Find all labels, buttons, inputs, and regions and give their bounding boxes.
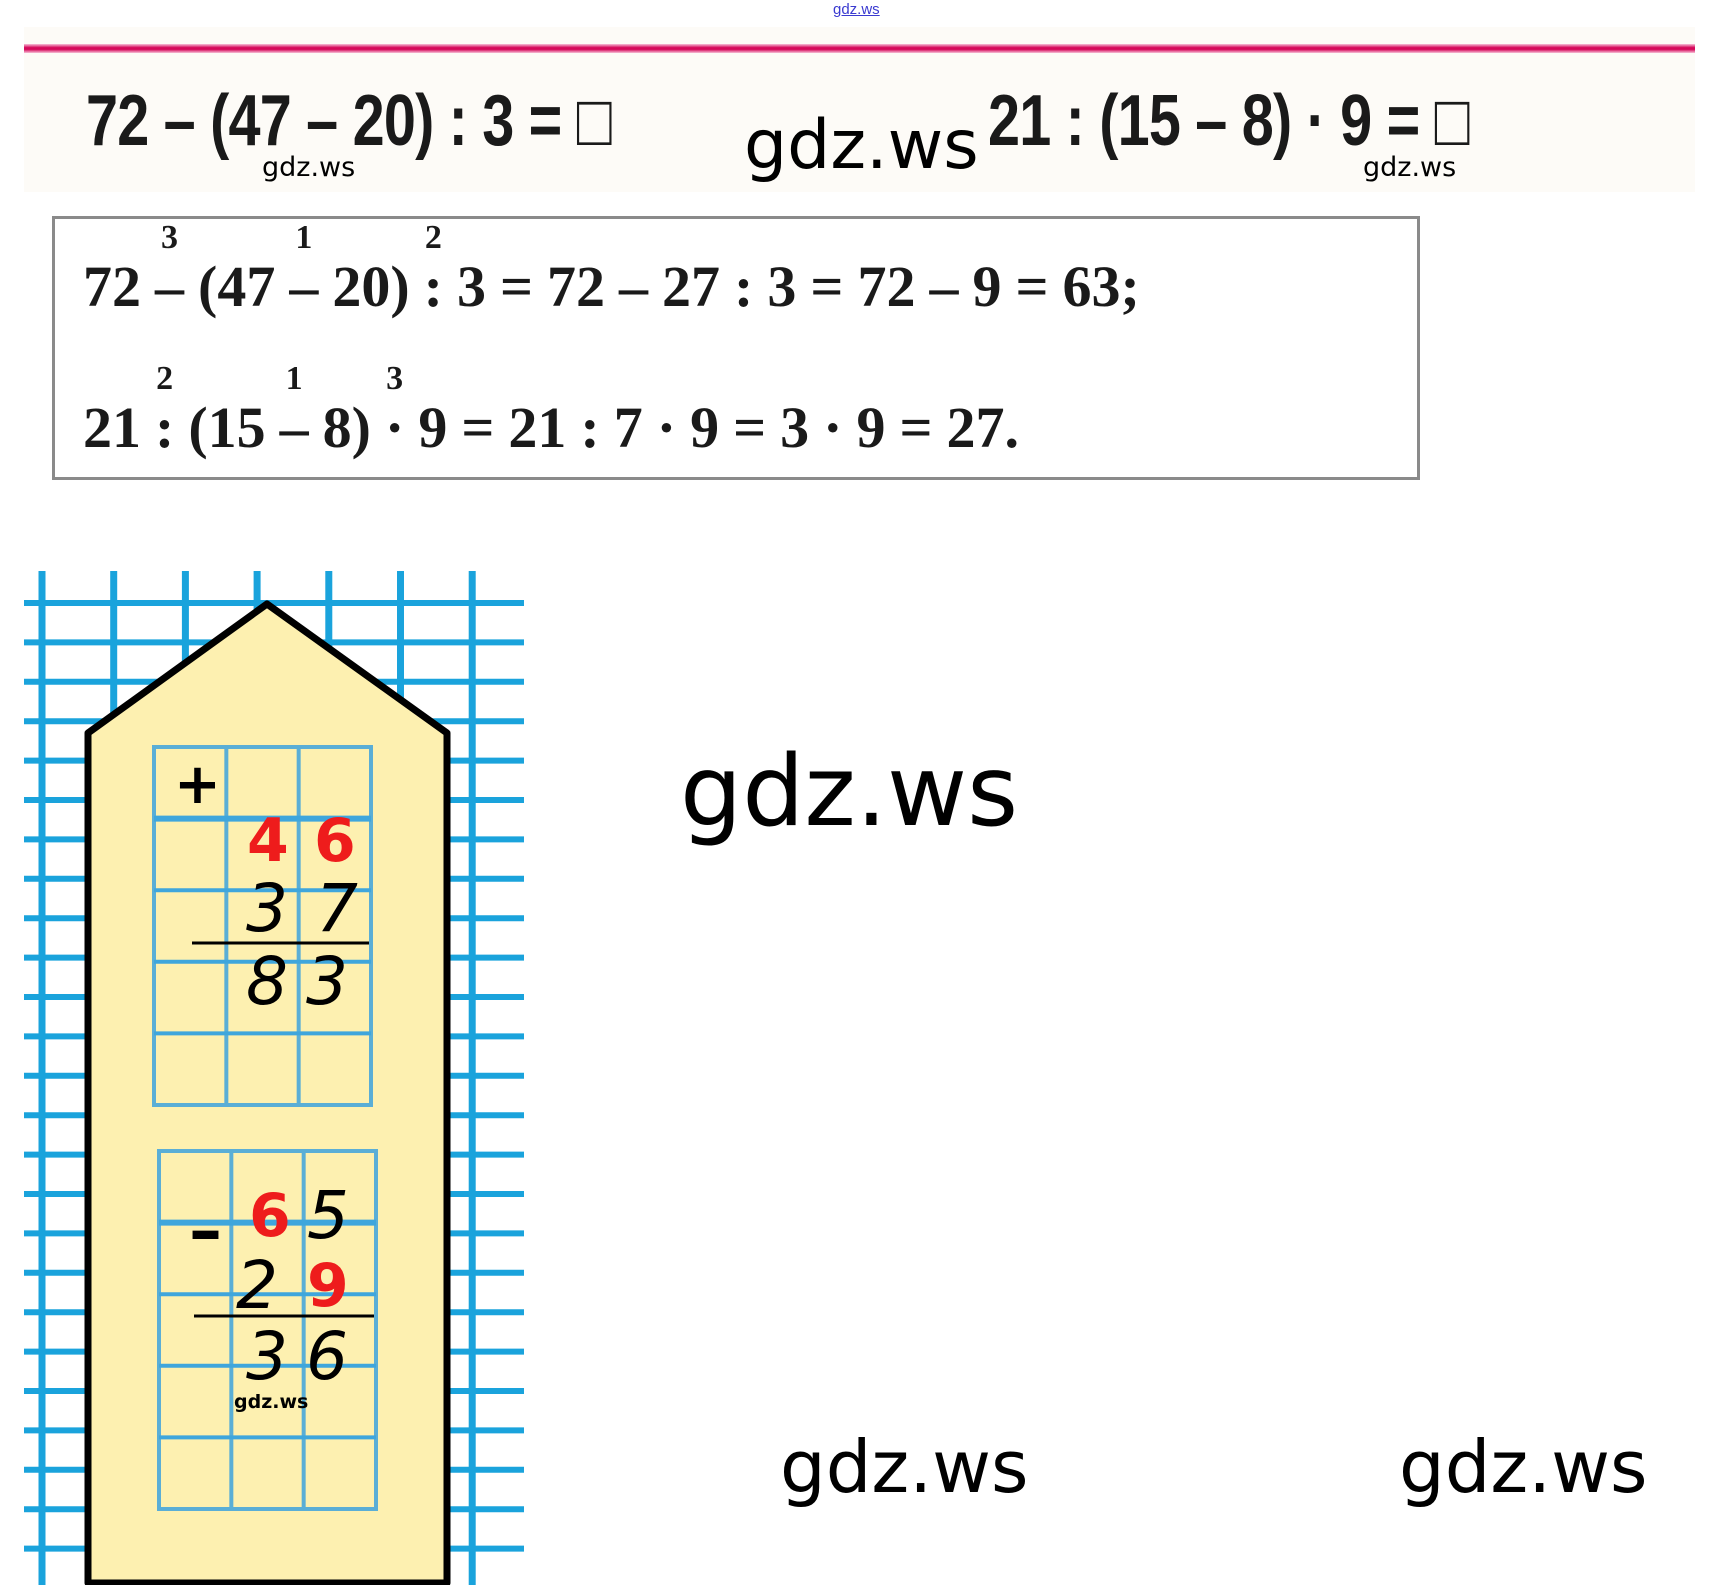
expression-token: – xyxy=(619,254,649,319)
grid-paper-panel: + 4 6 3 7 8 3 – 6 5 2 9 3 6 gdz.ws xyxy=(24,571,524,1585)
expression-token: 21 xyxy=(83,395,141,460)
expression-token: = xyxy=(899,395,933,460)
ordered-operator: ·3 xyxy=(384,360,405,460)
digit: 8 xyxy=(246,943,288,1020)
addition-grid xyxy=(152,745,373,1107)
cell-grid-border xyxy=(157,1149,378,1511)
watermark: gdz.ws xyxy=(744,106,979,185)
watermark: gdz.ws xyxy=(780,1425,1029,1509)
ordered-operator: –1 xyxy=(289,219,319,319)
top-link[interactable]: gdz.ws xyxy=(833,1,880,18)
plus-sign: + xyxy=(174,752,221,817)
subtraction-grid xyxy=(157,1149,378,1511)
digit: 3 xyxy=(246,870,288,947)
operation-order-number: 1 xyxy=(295,219,313,256)
expression-token: = xyxy=(733,395,767,460)
expression-token: 72 xyxy=(547,254,606,319)
watermark: gdz.ws xyxy=(1363,152,1457,183)
expression-token: 27. xyxy=(946,395,1020,460)
expression-token: 72 xyxy=(857,254,916,319)
expression-token: 20) xyxy=(332,254,410,319)
expression-token: (15 xyxy=(188,395,266,460)
task-expression-2: 21 : (15 – 8) · 9 = □ xyxy=(988,81,1469,161)
ordered-operator: :2 xyxy=(155,360,175,460)
cell-grid-border xyxy=(152,745,373,1107)
expression-token: 9 xyxy=(418,395,448,460)
expression-token: · xyxy=(656,395,677,460)
digit: 3 xyxy=(306,943,348,1020)
expression-token: 9 xyxy=(856,395,886,460)
expression-token: 9 xyxy=(690,395,720,460)
task-band xyxy=(24,27,1695,192)
expression-token: = xyxy=(1015,254,1049,319)
operation-order-number: 1 xyxy=(285,360,303,397)
digit: 2 xyxy=(236,1247,278,1324)
digit: 9 xyxy=(307,1251,349,1321)
digit: 6 xyxy=(249,1181,291,1251)
expression-token: 3 xyxy=(456,254,486,319)
digit: 7 xyxy=(316,870,358,947)
ordered-operator: –3 xyxy=(155,219,184,319)
watermark: gdz.ws xyxy=(1399,1425,1648,1509)
expression-token: 72 xyxy=(83,254,141,319)
operation-order-number: 3 xyxy=(161,219,178,256)
expression-token: 8) xyxy=(322,395,371,460)
expression-token: (47 xyxy=(198,254,276,319)
expression-token: = xyxy=(499,254,534,319)
watermark: gdz.ws xyxy=(234,1391,308,1413)
digit: 5 xyxy=(307,1177,349,1254)
digit: 4 xyxy=(247,806,289,876)
operation-order-number: 2 xyxy=(424,219,442,256)
expression-token: 21 xyxy=(508,395,567,460)
expression-token: 3 xyxy=(780,395,810,460)
minus-sign: – xyxy=(189,1192,222,1269)
watermark: gdz.ws xyxy=(680,735,1019,849)
expression-token: · xyxy=(823,395,843,460)
expression-token: : xyxy=(734,254,754,319)
digit: 6 xyxy=(306,1318,348,1395)
expression-token: : xyxy=(580,395,600,460)
house-shape xyxy=(84,600,451,1585)
task-expression-1: 72 – (47 – 20) : 3 = □ xyxy=(86,81,612,161)
ordered-operator: :2 xyxy=(423,219,443,319)
expression-token: – xyxy=(929,254,959,319)
digit: 6 xyxy=(314,806,356,876)
watermark: gdz.ws xyxy=(262,152,356,183)
digit: 3 xyxy=(246,1318,288,1395)
expression-token: 27 xyxy=(662,254,721,319)
operation-order-number: 3 xyxy=(386,360,404,397)
expression-token: = xyxy=(810,254,844,319)
expression-token: 7 xyxy=(613,395,643,460)
pink-divider xyxy=(24,44,1695,53)
expression-token: 3 xyxy=(767,254,797,319)
expression-token: 63; xyxy=(1062,254,1140,319)
expression-token: = xyxy=(461,395,495,460)
expression-token: 9 xyxy=(972,254,1002,319)
ordered-operator: –1 xyxy=(279,360,309,460)
operation-order-number: 2 xyxy=(156,360,174,397)
